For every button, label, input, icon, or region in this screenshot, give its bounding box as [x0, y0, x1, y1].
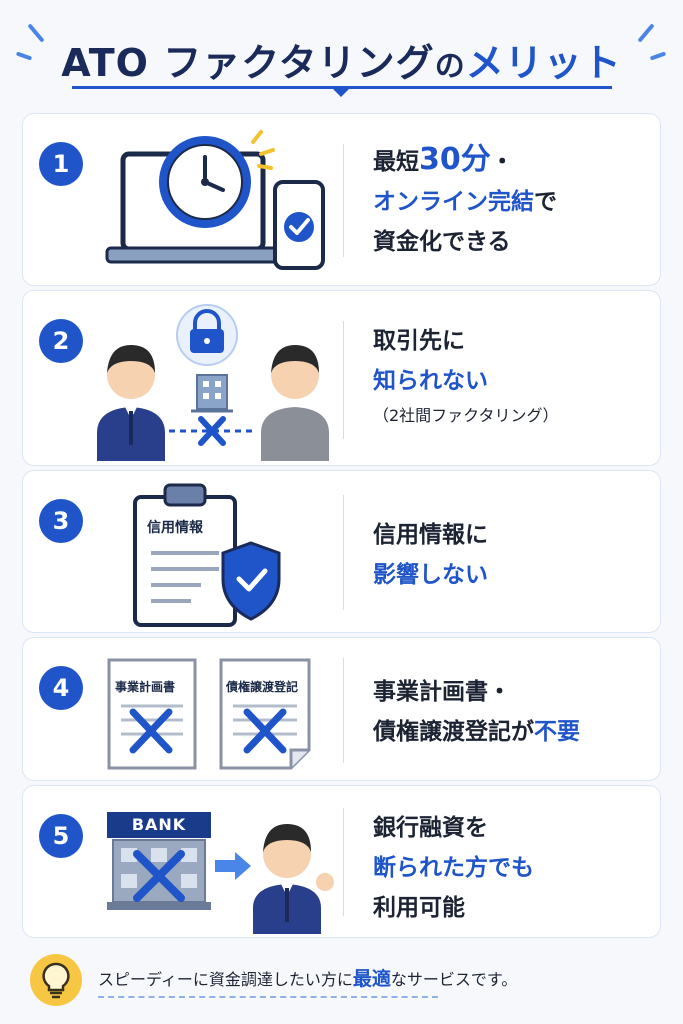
merit-highlight: オンライン完結: [373, 189, 534, 215]
merit-text-3: 信用情報に 影響しない: [373, 515, 650, 595]
merit-line: 利用可能: [373, 895, 465, 921]
cross-icon: [129, 708, 173, 754]
merit-line: 事業計画書・: [373, 679, 511, 705]
merit-card-3: 3 信用情報 信用情報に 影響しない: [22, 470, 661, 633]
lightbulb-icon: [30, 954, 82, 1006]
merit-text-4: 事業計画書・ 債権譲渡登記が不要: [373, 672, 650, 752]
bank-icon: [107, 812, 211, 910]
number-badge: 5: [39, 814, 83, 858]
merit-line: オンライン完結で: [373, 182, 650, 222]
merit-line-text: 最短: [373, 149, 419, 175]
number-badge: 4: [39, 666, 83, 710]
businessman-icon: [97, 345, 165, 461]
document-1-illustration: 事業計画書: [107, 658, 197, 770]
spark-lines: [251, 130, 275, 170]
card-divider: [343, 144, 344, 257]
merit-line: 信用情報に: [373, 522, 488, 548]
number-badge: 1: [39, 142, 83, 186]
merit-highlight: 不要: [534, 719, 580, 745]
merit-line: 債権譲渡登記が不要: [373, 712, 650, 752]
merit-highlight: 影響しない: [373, 562, 488, 588]
title-part-brand: ATO ファクタリング: [61, 41, 435, 85]
merit-card-2: 2: [22, 290, 661, 466]
two-party-illustration: [97, 304, 329, 461]
merit-card-1: 1: [22, 113, 661, 286]
card-divider: [343, 495, 344, 610]
document-label: 信用情報: [147, 520, 203, 536]
card-divider: [343, 658, 344, 763]
merit-line-text: 債権譲渡登記が: [373, 719, 534, 745]
merit-text-2: 取引先に 知られない （2社間ファクタリング）: [373, 321, 650, 431]
merit-text-5: 銀行融資を 断られた方でも 利用可能: [373, 808, 650, 928]
title-underline: [72, 86, 612, 89]
number-badge: 2: [39, 319, 83, 363]
arrow-right-icon: [215, 852, 251, 880]
card-divider: [343, 808, 344, 916]
footer-text: スピーディーに資金調達したい方に最適なサービスです。: [98, 964, 517, 991]
check-icon: [284, 212, 314, 242]
document-2-illustration: 債権譲渡登記: [219, 658, 311, 770]
cross-icon: [198, 416, 226, 446]
cross-icon: [243, 708, 287, 754]
document-label: 事業計画書: [115, 680, 176, 694]
laptop-clock-phone-illustration: [105, 130, 325, 270]
merit-card-4: 4 事業計画書: [22, 637, 661, 781]
worker-icon: [261, 345, 329, 461]
cross-icon: [133, 850, 185, 902]
title-part-merit: メリット: [465, 41, 622, 85]
merit-line: 銀行融資を: [373, 815, 488, 841]
document-icon: [219, 658, 311, 770]
credit-document-illustration: 信用情報: [131, 477, 301, 629]
footer-text-pre: スピーディーに資金調達したい方に: [98, 970, 353, 989]
building-icon: [191, 374, 233, 413]
clipboard-icon: [133, 483, 237, 627]
document-label: 債権譲渡登記: [226, 680, 299, 694]
footer-note: スピーディーに資金調達したい方に最適なサービスです。: [30, 950, 650, 1010]
merit-line: 取引先に: [373, 328, 465, 354]
bank-label: BANK: [131, 815, 187, 834]
merit-highlight: 断られた方でも: [373, 855, 534, 881]
lock-icon: [176, 304, 238, 366]
clock-icon: [159, 136, 251, 228]
document-icon: [107, 658, 197, 770]
footer-highlight: 最適: [352, 968, 391, 990]
merit-line: 資金化できる: [373, 229, 511, 255]
title-part-particle: の: [434, 49, 466, 84]
merit-line-text: で: [534, 189, 557, 215]
happy-businessman-illustration: [215, 824, 334, 934]
footer-text-post: なサービスです。: [390, 970, 518, 989]
merit-highlight: 30分: [419, 142, 491, 177]
merit-text-1: 最短30分・ オンライン完結で 資金化できる: [373, 140, 650, 262]
merit-line-text: ・: [490, 149, 514, 175]
merit-card-5: 5 BANK: [22, 785, 661, 938]
card-divider: [343, 321, 344, 439]
bank-illustration: BANK: [107, 812, 211, 912]
merit-line: 最短30分・: [373, 140, 650, 182]
header: ATO ファクタリングのメリット: [0, 18, 683, 98]
number-badge: 3: [39, 499, 83, 543]
merit-highlight: 知られない: [373, 368, 488, 394]
footer-dashed-underline: [98, 996, 438, 998]
title-notch: [332, 88, 350, 97]
shield-check-icon: [221, 541, 281, 621]
smartphone-icon: [273, 180, 325, 270]
page-title: ATO ファクタリングのメリット: [0, 32, 683, 87]
businessman-icon: [253, 824, 334, 934]
merit-note: （2社間ファクタリング）: [373, 406, 559, 425]
